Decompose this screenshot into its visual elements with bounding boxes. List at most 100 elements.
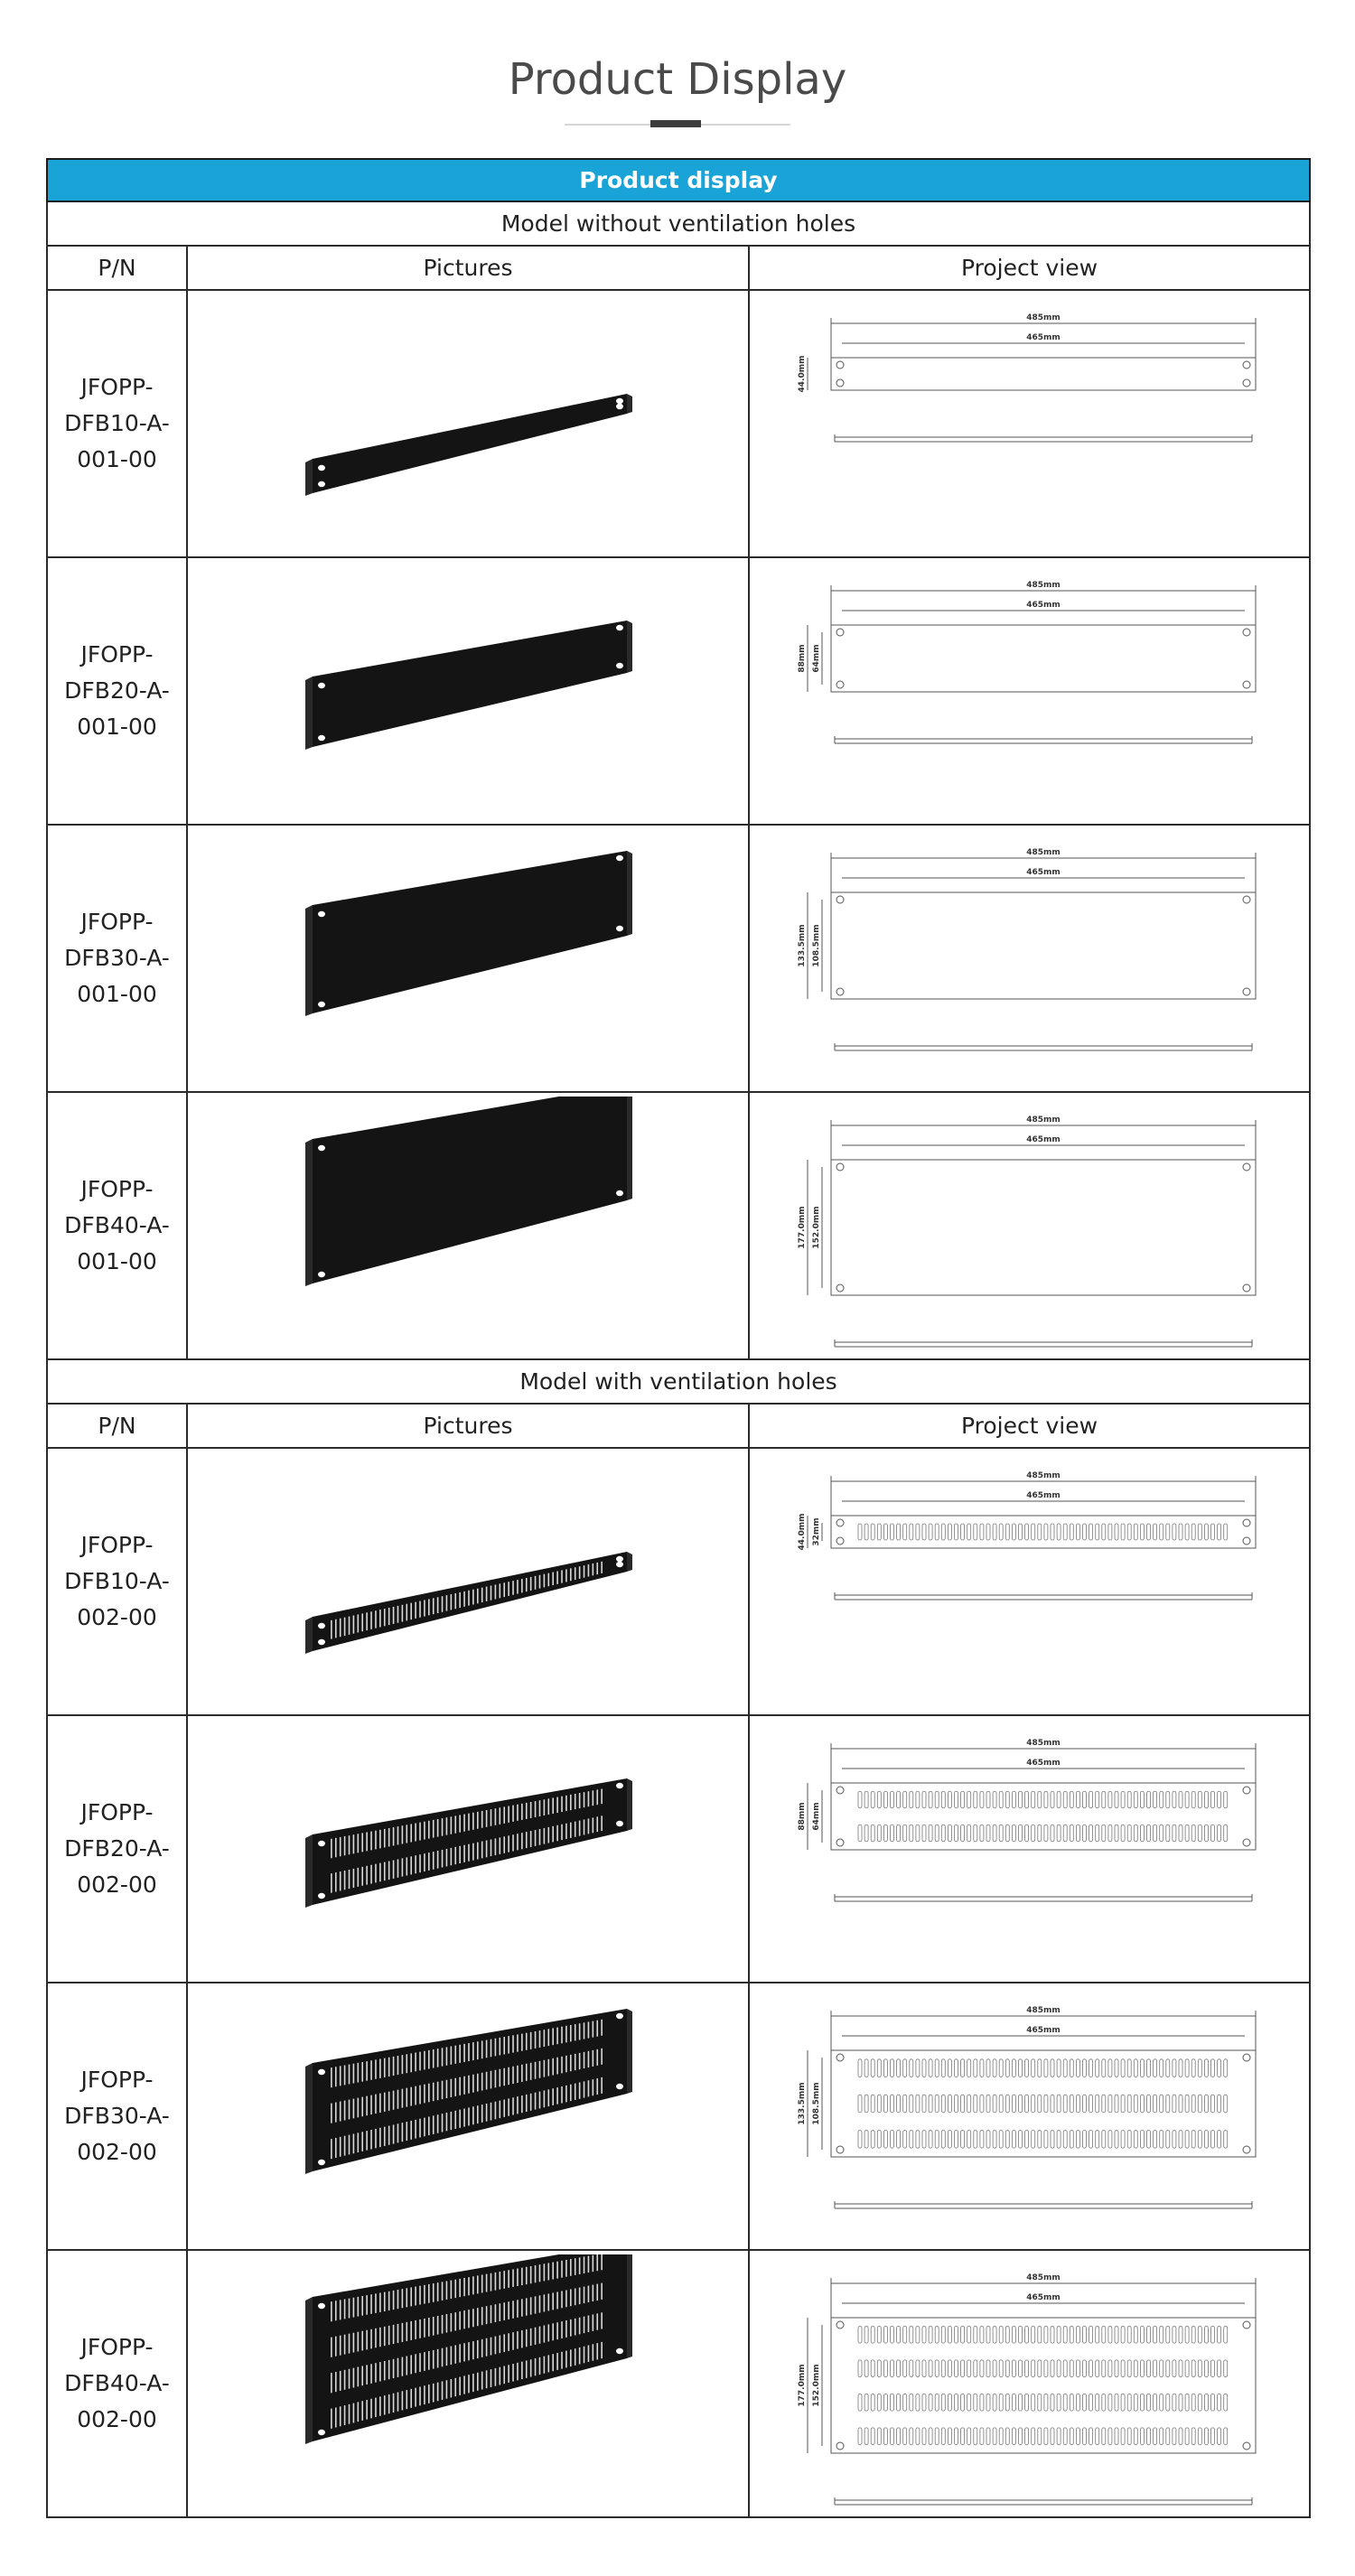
dimension-label: 64mm [812,1802,821,1830]
part-number-line: 001-00 [77,714,157,740]
part-number-cell: JFOPP- DFB40-A- 001-00 [46,1091,188,1360]
dimension-label: 108.5mm [812,2082,821,2124]
part-number-line: JFOPP- [80,909,154,935]
part-number-cell: JFOPP-DFB10-A-001-00 [46,289,188,558]
panel-body [313,2009,627,2171]
dimension-label: 485mm [1026,313,1061,322]
table-banner: Product display [46,158,1311,202]
table-banner-row: Product display [46,158,1311,202]
dimension-label: 152.0mm [812,2364,821,2406]
panel-body [313,621,627,747]
part-number-line: DFB30-A- [64,2103,170,2129]
project-view-drawing: 485mm 465mm 133.5mm 108.5mm [798,848,1256,1051]
part-number-line: JFOPP- [80,374,154,400]
dimension-label: 32mm [812,1517,821,1545]
picture-cell [186,1714,750,1983]
dimension-label: 465mm [1026,2026,1061,2035]
blank-panel-picture [305,1552,632,1654]
dimension-label: 485mm [1026,1739,1061,1748]
column-header-pictures: Pictures [186,245,750,291]
blank-panel-picture [305,2254,632,2444]
part-number-line: DFB30-A- [64,945,170,971]
part-number-cell: JFOPP-DFB30-A-002-00 [46,1982,188,2251]
dimension-label: 177.0mm [798,1206,807,1248]
picture-cell [186,1982,750,2251]
section-title: Model with ventilation holes [46,1358,1311,1405]
dimension-label: 465mm [1026,1759,1061,1768]
dimension-label: 133.5mm [798,924,807,966]
part-number-line: DFB20-A- [64,1835,170,1862]
part-number-line: JFOPP- [80,2067,154,2093]
dimension-label: 485mm [1026,1471,1061,1480]
part-number-line: DFB40-A- [64,2370,170,2396]
column-header-pictures: Pictures [186,1403,750,1449]
picture-cell [186,289,750,558]
dimension-label: 465mm [1026,1135,1061,1144]
part-number-line: 002-00 [77,1871,157,1898]
part-number-cell: JFOPP-DFB20-A-001-00 [46,556,188,826]
product-display-table: Product display Model without ventilatio… [46,158,1311,2518]
dimension-label: 465mm [1026,2293,1061,2302]
blank-panel-picture [305,2009,632,2174]
dimension-label: 485mm [1026,1115,1061,1125]
part-number-line: 002-00 [77,2406,157,2432]
panel-body [313,1097,627,1283]
part-number-line: 001-00 [77,981,157,1007]
dimension-label: 108.5mm [812,924,821,966]
project-view-drawing: 485mm 465mm 88mm 64mm [798,1739,1256,1902]
dimension-label: 465mm [1026,868,1061,877]
part-number-line: JFOPP- [80,2334,154,2360]
picture-cell [186,2249,750,2518]
dimension-label: 485mm [1026,581,1061,590]
picture-cell [186,1447,750,1716]
project-view-cell: 485mm 465mm 133.5mm 108.5mm [748,824,1311,1093]
dimension-label: 133.5mm [798,2082,807,2124]
part-number-cell: JFOPP- DFB40-A- 002-00 [46,2249,188,2518]
dimension-label: 44.0mm [798,1514,807,1551]
column-header-pn: P/N [46,1403,188,1449]
part-number-line: DFB20-A- [64,677,170,704]
part-number-line: 001-00 [77,1248,157,1274]
column-header-pn: P/N [46,245,188,291]
title-accent-bar [650,120,701,127]
table-row: JFOPP- DFB30-A- 001-00 485mm 465mm 133.5mm 108… [46,824,1311,1093]
picture-cell [186,824,750,1093]
part-number-cell: JFOPP- DFB30-A- 001-00 [46,824,188,1093]
panel-body [313,394,627,493]
column-header-project-view: Project view [748,245,1311,291]
page-title: Product Display [508,54,847,105]
dimension-label: 88mm [798,1802,807,1830]
panel-body [313,851,627,1013]
section-header-row: Model without ventilation holes [46,201,1311,247]
dimension-label: 44.0mm [798,356,807,393]
dimension-label: 485mm [1026,848,1061,857]
section-header-row: Model with ventilation holes [46,1358,1311,1405]
blank-panel-picture [305,621,632,750]
part-number-line: DFB40-A- [64,1212,170,1238]
part-number-line: JFOPP- [80,1176,154,1202]
column-header-project-view: Project view [748,1403,1311,1449]
blank-panel-picture [305,1097,632,1286]
part-number-line: DFB10-A- [64,1568,170,1594]
part-number-line: DFB10-A- [64,410,170,436]
dimension-label: 64mm [812,644,821,672]
picture-cell [186,1091,750,1360]
picture-cell [186,556,750,826]
section-title: Model without ventilation holes [46,201,1311,247]
